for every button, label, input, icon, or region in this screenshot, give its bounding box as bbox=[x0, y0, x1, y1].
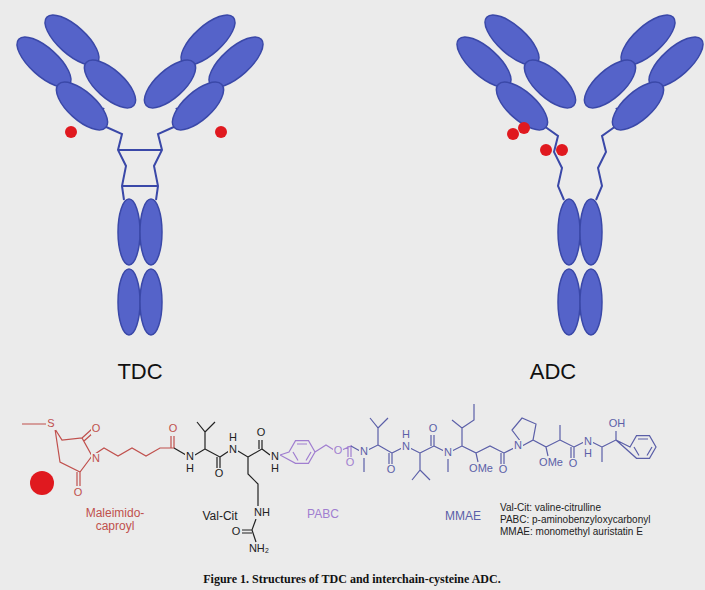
atom-label: H bbox=[583, 448, 593, 460]
atom-label: NH bbox=[253, 507, 271, 519]
atom-label: N bbox=[513, 440, 523, 452]
atom-label: O bbox=[168, 423, 179, 435]
atom-label: O bbox=[91, 423, 102, 435]
atom-label: N bbox=[401, 441, 411, 453]
drug-dot bbox=[65, 126, 77, 138]
antibody-label: TDC bbox=[117, 360, 162, 383]
atom-label: NH₂ bbox=[248, 543, 270, 555]
atom-label: H bbox=[185, 463, 195, 475]
maleimidocaproyl-bonds bbox=[22, 424, 174, 486]
tdc-antibody bbox=[9, 7, 270, 335]
atom-label: N bbox=[359, 446, 369, 458]
atom-label: O bbox=[386, 464, 397, 476]
atom-label: N bbox=[270, 451, 280, 463]
atom-label: O bbox=[256, 427, 267, 439]
atom-label: OMe bbox=[468, 463, 494, 475]
atom-label: O bbox=[568, 458, 579, 470]
drug-dot bbox=[215, 126, 227, 138]
drug-dot bbox=[507, 128, 519, 140]
part-label: MMAE bbox=[445, 510, 481, 523]
abbreviation-note: PABC: p-aminobenzyloxycarbonyl bbox=[500, 515, 650, 526]
atom-label: N bbox=[185, 451, 195, 463]
mmae-bonds bbox=[351, 404, 656, 480]
atom-label: H bbox=[270, 463, 280, 475]
atom-label: H bbox=[228, 432, 238, 444]
antibody-label: ADC bbox=[530, 360, 576, 383]
atom-label: N bbox=[91, 453, 101, 465]
atom-label: O bbox=[345, 457, 356, 469]
atom-label: OH bbox=[608, 418, 627, 430]
val-cit-bonds bbox=[174, 422, 270, 542]
drug-dot bbox=[556, 144, 568, 156]
abbreviation-note: Val-Cit: valine-citrulline bbox=[500, 503, 601, 514]
part-label: Val-Cit bbox=[202, 510, 237, 523]
adc-antibody bbox=[449, 7, 705, 335]
atom-label: OMe bbox=[538, 457, 564, 469]
atom-label: S bbox=[46, 418, 55, 430]
atom-label: O bbox=[498, 464, 509, 476]
atom-label: H bbox=[401, 429, 411, 441]
figure-caption: Figure 1. Structures of TDC and intercha… bbox=[203, 573, 500, 586]
drug-dot bbox=[540, 144, 552, 156]
atom-label: O bbox=[73, 487, 84, 499]
atom-label: O bbox=[333, 445, 344, 457]
atom-label: N bbox=[443, 447, 453, 459]
atom-label: O bbox=[214, 468, 225, 480]
pabc-bonds bbox=[280, 441, 351, 464]
atom-label: O bbox=[428, 423, 439, 435]
atom-label: N bbox=[583, 436, 593, 448]
drug-dot bbox=[30, 471, 54, 495]
atom-label: O bbox=[231, 526, 242, 538]
part-label: Maleimido-caproyl bbox=[76, 507, 154, 532]
abbreviation-note: MMAE: monomethyl auristatin E bbox=[500, 527, 643, 538]
atom-label: N bbox=[228, 444, 238, 456]
part-label: PABC bbox=[307, 508, 339, 521]
drug-dot bbox=[518, 122, 530, 134]
